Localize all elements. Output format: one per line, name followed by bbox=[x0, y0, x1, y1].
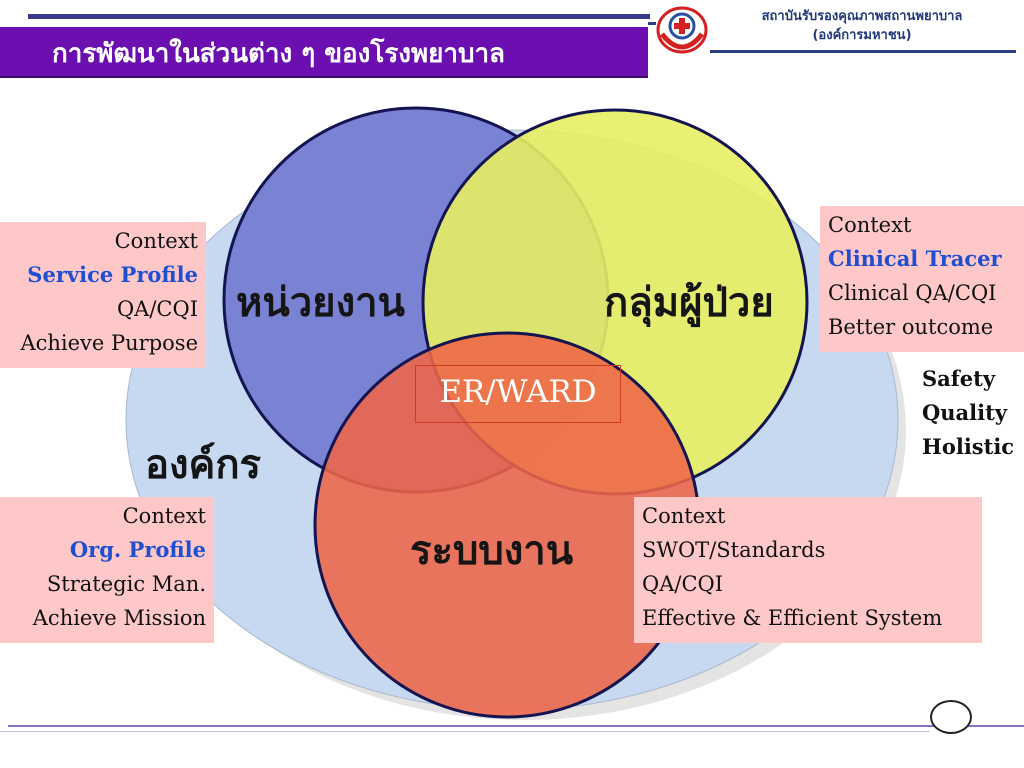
slide-title: การพัฒนาในส่วนต่าง ๆ ของโรงพยาบาล bbox=[52, 39, 505, 69]
patient-context-box: Context Clinical Tracer Clinical QA/CQI … bbox=[820, 206, 1024, 352]
org-box-highlight: Org. Profile bbox=[69, 537, 206, 562]
circle-blue-label: หน่วยงาน bbox=[236, 280, 405, 326]
title-bar: การพัฒนาในส่วนต่าง ๆ ของโรงพยาบาล bbox=[0, 27, 648, 78]
system-box-line: SWOT/Standards bbox=[642, 538, 826, 562]
unit-box-line: Context bbox=[114, 229, 198, 253]
unit-box-line: QA/CQI bbox=[116, 297, 198, 321]
unit-context-box: Context Service Profile QA/CQI Achieve P… bbox=[0, 222, 206, 368]
org-name-line2: (องค์การมหาชน) bbox=[812, 28, 912, 43]
circle-red-label: ระบบงาน bbox=[410, 528, 573, 574]
patient-box-line: Better outcome bbox=[828, 315, 994, 339]
system-box-line: Context bbox=[642, 504, 726, 528]
org-box-line: Strategic Man. bbox=[46, 572, 206, 596]
unit-box-line: Achieve Purpose bbox=[20, 331, 198, 355]
quality-dimension-item: Safety bbox=[922, 366, 996, 391]
org-name: สถาบันรับรองคุณภาพสถานพยาบาล (องค์การมหา… bbox=[712, 7, 1012, 45]
quality-dimension-item: Holistic bbox=[922, 434, 1015, 459]
org-context-box: Context Org. Profile Strategic Man. Achi… bbox=[0, 497, 214, 643]
header-rule bbox=[710, 50, 1016, 53]
org-name-line1: สถาบันรับรองคุณภาพสถานพยาบาล bbox=[761, 9, 963, 24]
center-label: ER/WARD bbox=[415, 365, 621, 423]
system-box-line: Effective & Efficient System bbox=[642, 606, 943, 630]
patient-box-line: Context bbox=[828, 213, 912, 237]
footer-rule-thin bbox=[0, 731, 930, 732]
patient-box-highlight: Clinical Tracer bbox=[828, 246, 1002, 271]
circle-yellow-label: กลุ่มผู้ป่วย bbox=[604, 280, 774, 328]
top-rule bbox=[28, 14, 650, 19]
quality-dimensions-list: Safety Quality Holistic bbox=[922, 362, 1014, 464]
footer-oval-icon bbox=[930, 700, 972, 734]
header-rule-joint bbox=[648, 22, 656, 25]
system-box-line: QA/CQI bbox=[642, 572, 724, 596]
outer-ellipse-label: องค์กร bbox=[145, 442, 262, 488]
patient-box-line: Clinical QA/CQI bbox=[828, 281, 997, 305]
footer-rule bbox=[8, 725, 1024, 727]
quality-dimension-item: Quality bbox=[922, 400, 1008, 425]
system-context-box: Context SWOT/Standards QA/CQI Effective … bbox=[634, 497, 982, 643]
org-box-line: Achieve Mission bbox=[32, 606, 206, 630]
org-box-line: Context bbox=[122, 504, 206, 528]
org-logo-icon bbox=[656, 6, 708, 54]
unit-box-highlight: Service Profile bbox=[27, 262, 198, 287]
